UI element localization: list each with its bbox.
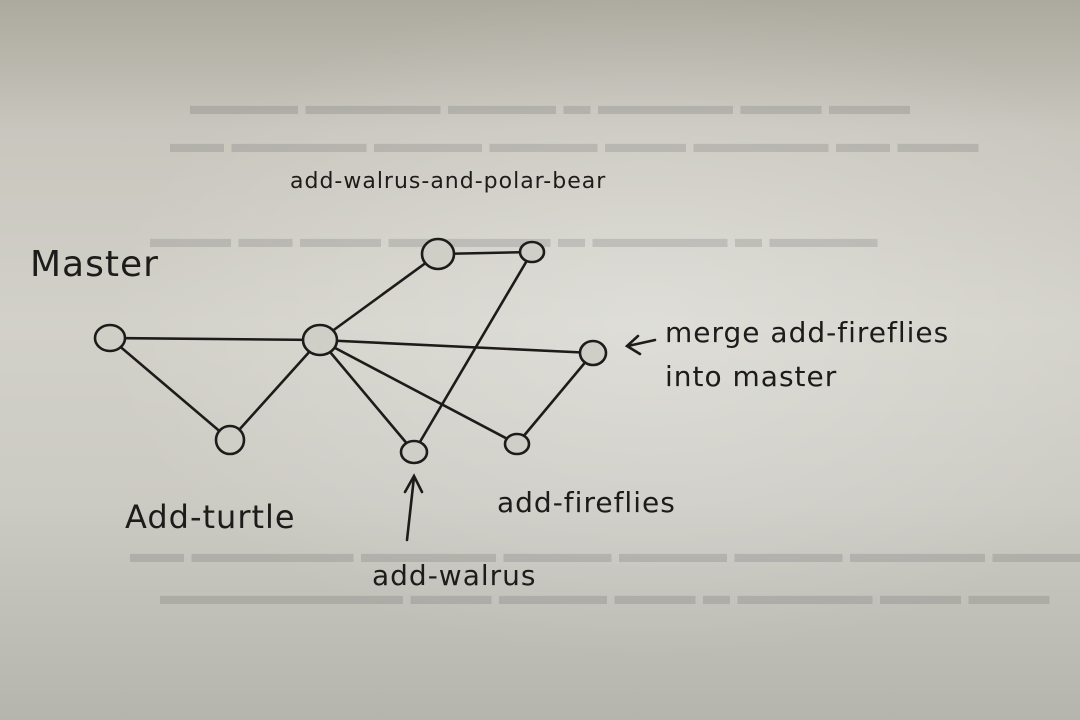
edge-m1-to-m2: [108, 336, 322, 342]
label-merge-line-1: merge add-fireflies: [665, 316, 949, 349]
edge-m2-to-walrus: [318, 338, 416, 454]
commit-node-wp2: [518, 240, 546, 264]
edge-m2-to-fireflies: [318, 338, 519, 446]
commit-node-turtle: [214, 424, 246, 456]
commit-node-fireflies: [503, 432, 531, 456]
edge-m2-to-wp1: [318, 252, 440, 342]
label-add-walrus-branch: add-walrus: [372, 559, 537, 592]
edge-wp2-to-walrus: [412, 250, 534, 454]
commit-node-m2: [301, 323, 339, 357]
edge-m2-to-merge: [318, 338, 595, 355]
label-add-walrus-and-polar-bear-branch: add-walrus-and-polar-bear: [290, 169, 606, 194]
edge-turtle-to-m2: [228, 338, 322, 442]
commit-node-walrus: [399, 439, 429, 465]
label-master-branch: Master: [30, 244, 159, 285]
label-merge-line-2: into master: [665, 360, 837, 393]
arrow-to-merge-commit: [624, 334, 657, 356]
edge-m1-to-turtle: [108, 336, 232, 442]
arrow-to-add-walrus-commit: [403, 473, 424, 542]
edge-fireflies-to-merge: [515, 351, 595, 446]
commit-node-wp1: [420, 237, 456, 271]
label-add-fireflies-branch: add-fireflies: [497, 486, 676, 519]
commit-node-merge: [578, 339, 608, 367]
label-add-turtle-branch: Add-turtle: [125, 498, 296, 536]
commit-node-m1: [93, 323, 127, 353]
